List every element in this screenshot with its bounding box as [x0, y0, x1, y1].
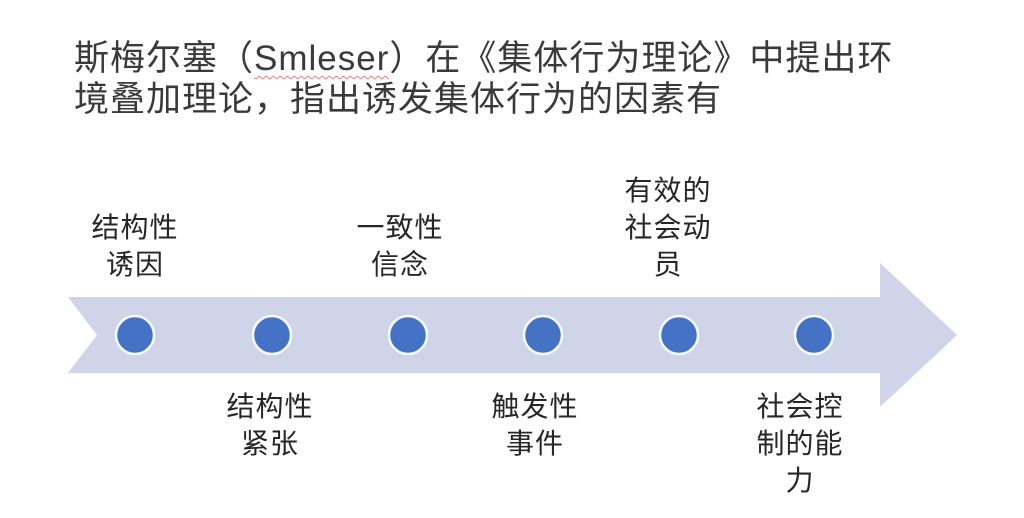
factor-label-line: 信念	[370, 249, 430, 280]
misspelled-word: Smleser	[254, 39, 390, 78]
arrow-band-shape	[68, 263, 957, 407]
factor-label-line: 事件	[505, 428, 565, 459]
factor-label: 社会控制的能力	[756, 388, 843, 499]
factor-label-line: 触发性	[491, 391, 579, 422]
factor-label-line: 结构性	[91, 212, 179, 243]
timeline-dot	[793, 314, 835, 356]
factor-label-line: 社会动	[624, 212, 712, 243]
title-text-pre: 斯梅尔塞（	[74, 39, 255, 78]
factor-label-line: 结构性	[226, 391, 314, 422]
title-line-1: 斯梅尔塞（Smleser）在《集体行为理论》中提出环	[74, 38, 954, 79]
timeline-dot	[658, 314, 700, 356]
factor-label-line: 紧张	[240, 428, 300, 459]
factor-label: 结构性紧张	[226, 388, 313, 462]
factor-label-line: 力	[785, 465, 815, 496]
factor-label: 有效的社会动员	[624, 172, 711, 283]
timeline-dot	[387, 314, 429, 356]
timeline-dot	[114, 314, 156, 356]
timeline-dots	[114, 314, 835, 356]
factor-label-line: 有效的	[624, 175, 712, 206]
factor-label: 结构性诱因	[91, 209, 178, 283]
factor-label-line: 一致性	[356, 212, 444, 243]
timeline-dot	[522, 314, 564, 356]
timeline-dot	[251, 314, 293, 356]
factor-label-line: 诱因	[105, 249, 165, 280]
factor-label-line: 制的能	[756, 428, 844, 459]
slide-title: 斯梅尔塞（Smleser）在《集体行为理论》中提出环 境叠加理论，指出诱发集体行…	[74, 38, 954, 120]
title-line-2: 境叠加理论，指出诱发集体行为的因素有	[74, 80, 723, 119]
factor-label: 触发性事件	[491, 388, 578, 462]
factor-label-line: 员	[653, 249, 683, 280]
factor-label: 一致性信念	[356, 209, 443, 283]
factor-label-line: 社会控	[756, 391, 844, 422]
title-text-post: ）在《集体行为理论》中提出环	[389, 39, 894, 78]
